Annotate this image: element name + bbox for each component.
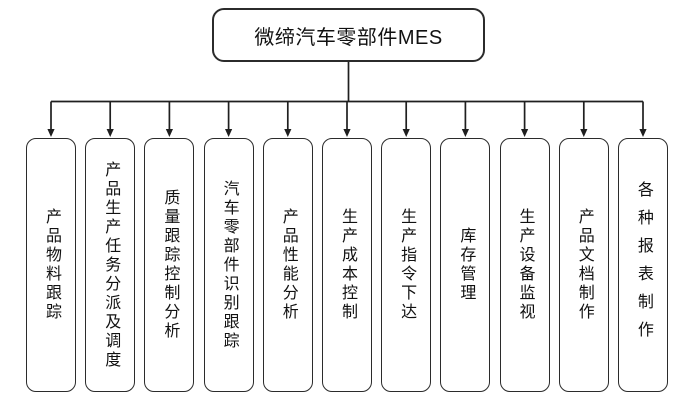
arrow-down-icon bbox=[343, 129, 351, 137]
module-box: 产品文档制作 bbox=[558, 138, 609, 392]
arrow-down-icon bbox=[461, 129, 469, 137]
module-label: 生产指令下达 bbox=[398, 208, 416, 322]
arrow-down-icon bbox=[639, 129, 647, 137]
arrow-down-icon bbox=[580, 129, 588, 137]
module-label: 产品性能分析 bbox=[279, 208, 297, 322]
root-node: 微缔汽车零部件MES bbox=[212, 8, 485, 62]
arrow-down-icon bbox=[47, 129, 55, 137]
arrow-down-icon bbox=[106, 129, 114, 137]
arrow-down-icon bbox=[165, 129, 173, 137]
module-label: 库存管理 bbox=[457, 227, 475, 303]
module-box: 各种报表制作 bbox=[617, 138, 668, 392]
module-label: 产品物料跟踪 bbox=[43, 208, 60, 322]
module-label: 产品文档制作 bbox=[575, 208, 593, 322]
module-row: 产品物料跟踪 产品生产任务分派及调度 质量跟踪控制分析 汽车零部件识别跟踪 产品性能分析… bbox=[26, 138, 668, 392]
module-label: 生产成本控制 bbox=[338, 208, 356, 322]
module-box: 生产指令下达 bbox=[381, 138, 432, 392]
module-box: 生产设备监视 bbox=[499, 138, 550, 392]
module-box: 汽车零部件识别跟踪 bbox=[203, 138, 254, 392]
module-box: 产品生产任务分派及调度 bbox=[85, 138, 136, 392]
module-box: 库存管理 bbox=[440, 138, 491, 392]
arrow-down-icon bbox=[402, 129, 410, 137]
module-box: 产品物料跟踪 bbox=[26, 138, 76, 392]
module-label: 各种报表制作 bbox=[634, 181, 652, 349]
module-box: 产品性能分析 bbox=[262, 138, 313, 392]
module-label: 产品生产任务分派及调度 bbox=[102, 160, 120, 370]
arrow-down-icon bbox=[521, 129, 529, 137]
module-label: 质量跟踪控制分析 bbox=[161, 189, 179, 341]
module-box: 生产成本控制 bbox=[321, 138, 372, 392]
arrow-down-icon bbox=[284, 129, 292, 137]
module-label: 生产设备监视 bbox=[516, 208, 534, 322]
module-label: 汽车零部件识别跟踪 bbox=[220, 179, 238, 351]
module-box: 质量跟踪控制分析 bbox=[144, 138, 195, 392]
root-node-label: 微缔汽车零部件MES bbox=[254, 26, 443, 49]
arrow-down-icon bbox=[225, 129, 233, 137]
